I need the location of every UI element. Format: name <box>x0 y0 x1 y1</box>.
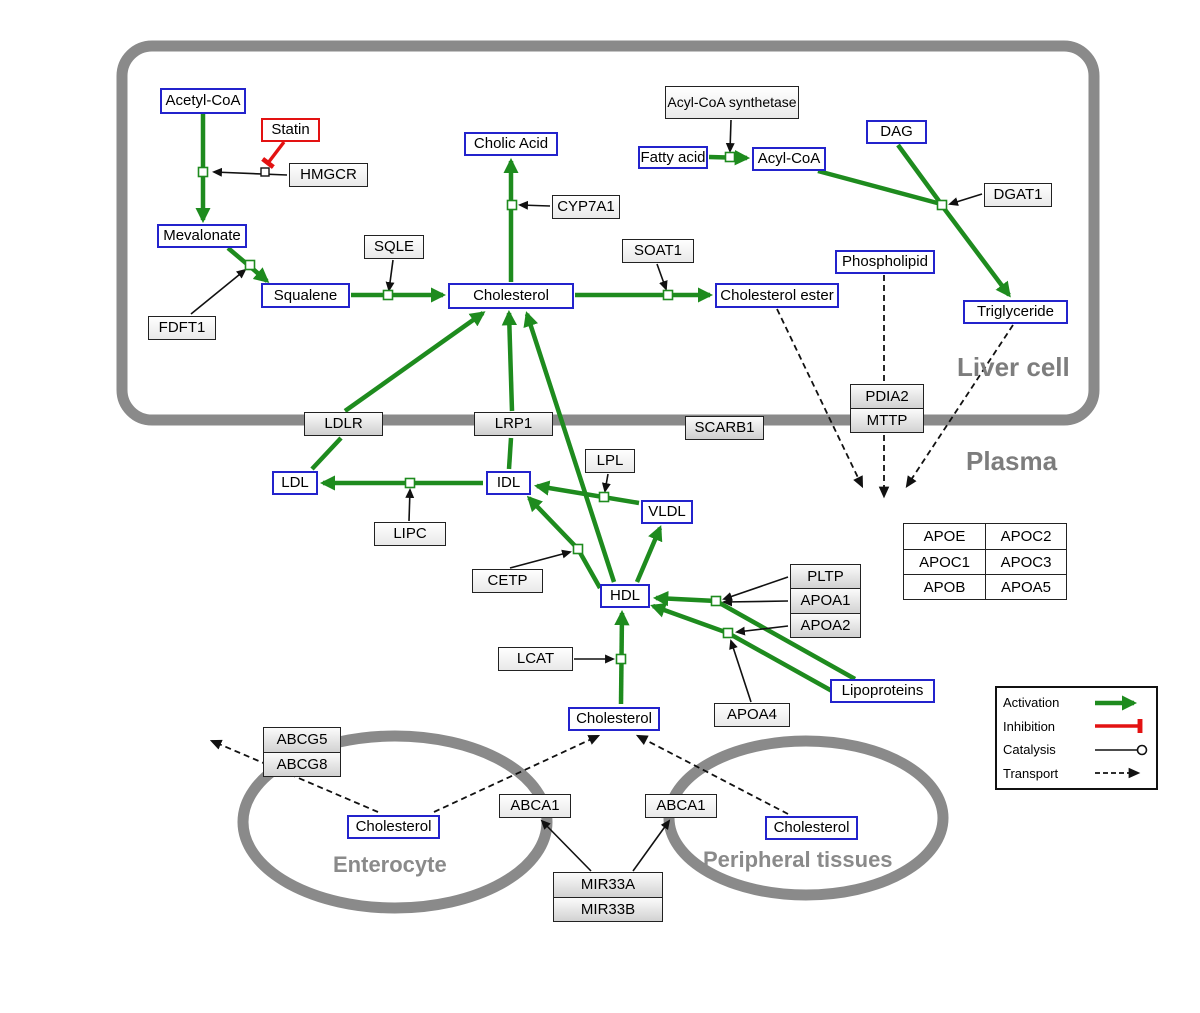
enzyme-cetp[interactable]: CETP <box>472 569 543 593</box>
apo-table-cell[interactable]: APOA5 <box>985 574 1066 599</box>
statin-target-anchor <box>260 167 270 177</box>
enzyme-fdft1[interactable]: FDFT1 <box>148 316 216 340</box>
node-dag[interactable]: DAG <box>866 120 927 144</box>
gene-mir33b[interactable]: MIR33B <box>554 896 662 921</box>
enzyme-lcat[interactable]: LCAT <box>498 647 573 671</box>
receptor-ldlr[interactable]: LDLR <box>304 412 383 436</box>
node-fatty-acid[interactable]: Fatty acid <box>638 146 708 169</box>
catalysis-edges <box>190 119 983 872</box>
node-statin[interactable]: Statin <box>261 118 320 142</box>
enzyme-dgat1[interactable]: DGAT1 <box>984 183 1052 207</box>
transport-dashed-arrow-icon <box>1095 767 1141 779</box>
pltp-apoa-stack: PLTP APOA1 APOA2 <box>790 564 861 638</box>
abcg5-abcg8-complex: ABCG5 ABCG8 <box>263 727 341 777</box>
node-phospholipid[interactable]: Phospholipid <box>835 250 935 274</box>
transporter-abcg5[interactable]: ABCG5 <box>264 728 340 752</box>
protein-apoa4[interactable]: APOA4 <box>714 703 790 727</box>
apo-table-cell[interactable]: APOC1 <box>904 549 985 574</box>
protein-pdia2[interactable]: PDIA2 <box>851 385 923 408</box>
enterocyte-label: Enterocyte <box>333 852 447 877</box>
receptor-lrp1[interactable]: LRP1 <box>474 412 553 436</box>
gene-mir33a[interactable]: MIR33A <box>554 873 662 897</box>
node-cholesterol-liver[interactable]: Cholesterol <box>448 283 574 309</box>
legend-transport-label: Transport <box>1003 765 1059 781</box>
protein-apoa1[interactable]: APOA1 <box>791 588 860 613</box>
node-cholesterol-peripheral[interactable]: Cholesterol <box>765 816 858 840</box>
node-hdl[interactable]: HDL <box>600 584 650 608</box>
plasma-label: Plasma <box>966 446 1058 476</box>
node-cholic-acid[interactable]: Cholic Acid <box>464 132 558 156</box>
apo-table-cell[interactable]: APOC3 <box>985 549 1066 574</box>
legend-activation-label: Activation <box>1003 695 1060 711</box>
node-cholesterol-plasma[interactable]: Cholesterol <box>568 707 660 731</box>
protein-apoa2[interactable]: APOA2 <box>791 612 860 637</box>
node-cholesterol-ester[interactable]: Cholesterol ester <box>715 283 839 308</box>
inhibition-tbar-icon <box>1095 719 1143 734</box>
reaction-nodes <box>197 151 948 665</box>
apo-table-cell[interactable]: APOE <box>904 524 985 549</box>
enzyme-acyl-coa-synthetase[interactable]: Acyl-CoA synthetase <box>665 86 799 119</box>
enzyme-soat1[interactable]: SOAT1 <box>622 239 694 263</box>
node-ldl[interactable]: LDL <box>272 471 318 495</box>
receptor-scarb1[interactable]: SCARB1 <box>685 416 764 440</box>
enzyme-sqle[interactable]: SQLE <box>364 235 424 259</box>
apolipoprotein-table: APOE APOC2 APOC1 APOC3 APOB APOA5 <box>903 523 1067 600</box>
enzyme-lipc[interactable]: LIPC <box>374 522 446 546</box>
node-cholesterol-enterocyte[interactable]: Cholesterol <box>347 815 440 839</box>
node-squalene[interactable]: Squalene <box>261 283 350 308</box>
node-idl[interactable]: IDL <box>486 471 531 495</box>
liver-cell-membrane <box>116 40 1100 426</box>
transporter-abcg8[interactable]: ABCG8 <box>264 751 340 776</box>
enzyme-lpl[interactable]: LPL <box>585 449 635 473</box>
legend-row-inhibition: Inhibition <box>1003 715 1150 737</box>
activation-arrow-icon <box>1095 695 1138 711</box>
legend-inhibition-label: Inhibition <box>1003 718 1056 734</box>
node-triglyceride[interactable]: Triglyceride <box>963 300 1068 324</box>
inhibition-edge <box>261 140 286 169</box>
legend-row-transport: Transport <box>1003 762 1150 784</box>
node-acetyl-coa[interactable]: Acetyl-CoA <box>160 88 246 114</box>
legend: Activation Inhibition Catalysis Transpor… <box>995 686 1158 790</box>
mir33-stack: MIR33A MIR33B <box>553 872 663 922</box>
legend-row-activation: Activation <box>1003 692 1150 714</box>
catalysis-circle-icon <box>1095 744 1148 756</box>
apo-table-cell[interactable]: APOC2 <box>985 524 1066 549</box>
peripheral-tissues-label: Peripheral tissues <box>703 847 893 872</box>
enzyme-hmgcr[interactable]: HMGCR <box>289 163 368 187</box>
node-lipoproteins[interactable]: Lipoproteins <box>830 679 935 703</box>
legend-row-catalysis: Catalysis <box>1003 739 1150 761</box>
node-mevalonate[interactable]: Mevalonate <box>157 224 247 248</box>
peripheral-tissues-membrane <box>663 735 949 901</box>
apo-table-cell[interactable]: APOB <box>904 574 985 599</box>
transporter-abca1-enterocyte[interactable]: ABCA1 <box>499 794 571 818</box>
node-vldl[interactable]: VLDL <box>641 500 693 524</box>
liver-cell-label: Liver cell <box>957 352 1070 382</box>
protein-pltp[interactable]: PLTP <box>791 565 860 589</box>
enzyme-cyp7a1[interactable]: CYP7A1 <box>552 195 620 219</box>
activation-edges <box>195 114 1011 705</box>
protein-mttp[interactable]: MTTP <box>851 408 923 432</box>
node-acyl-coa[interactable]: Acyl-CoA <box>752 147 826 171</box>
pdia2-mttp-complex: PDIA2 MTTP <box>850 384 924 433</box>
legend-catalysis-label: Catalysis <box>1003 742 1056 758</box>
transporter-abca1-peripheral[interactable]: ABCA1 <box>645 794 717 818</box>
